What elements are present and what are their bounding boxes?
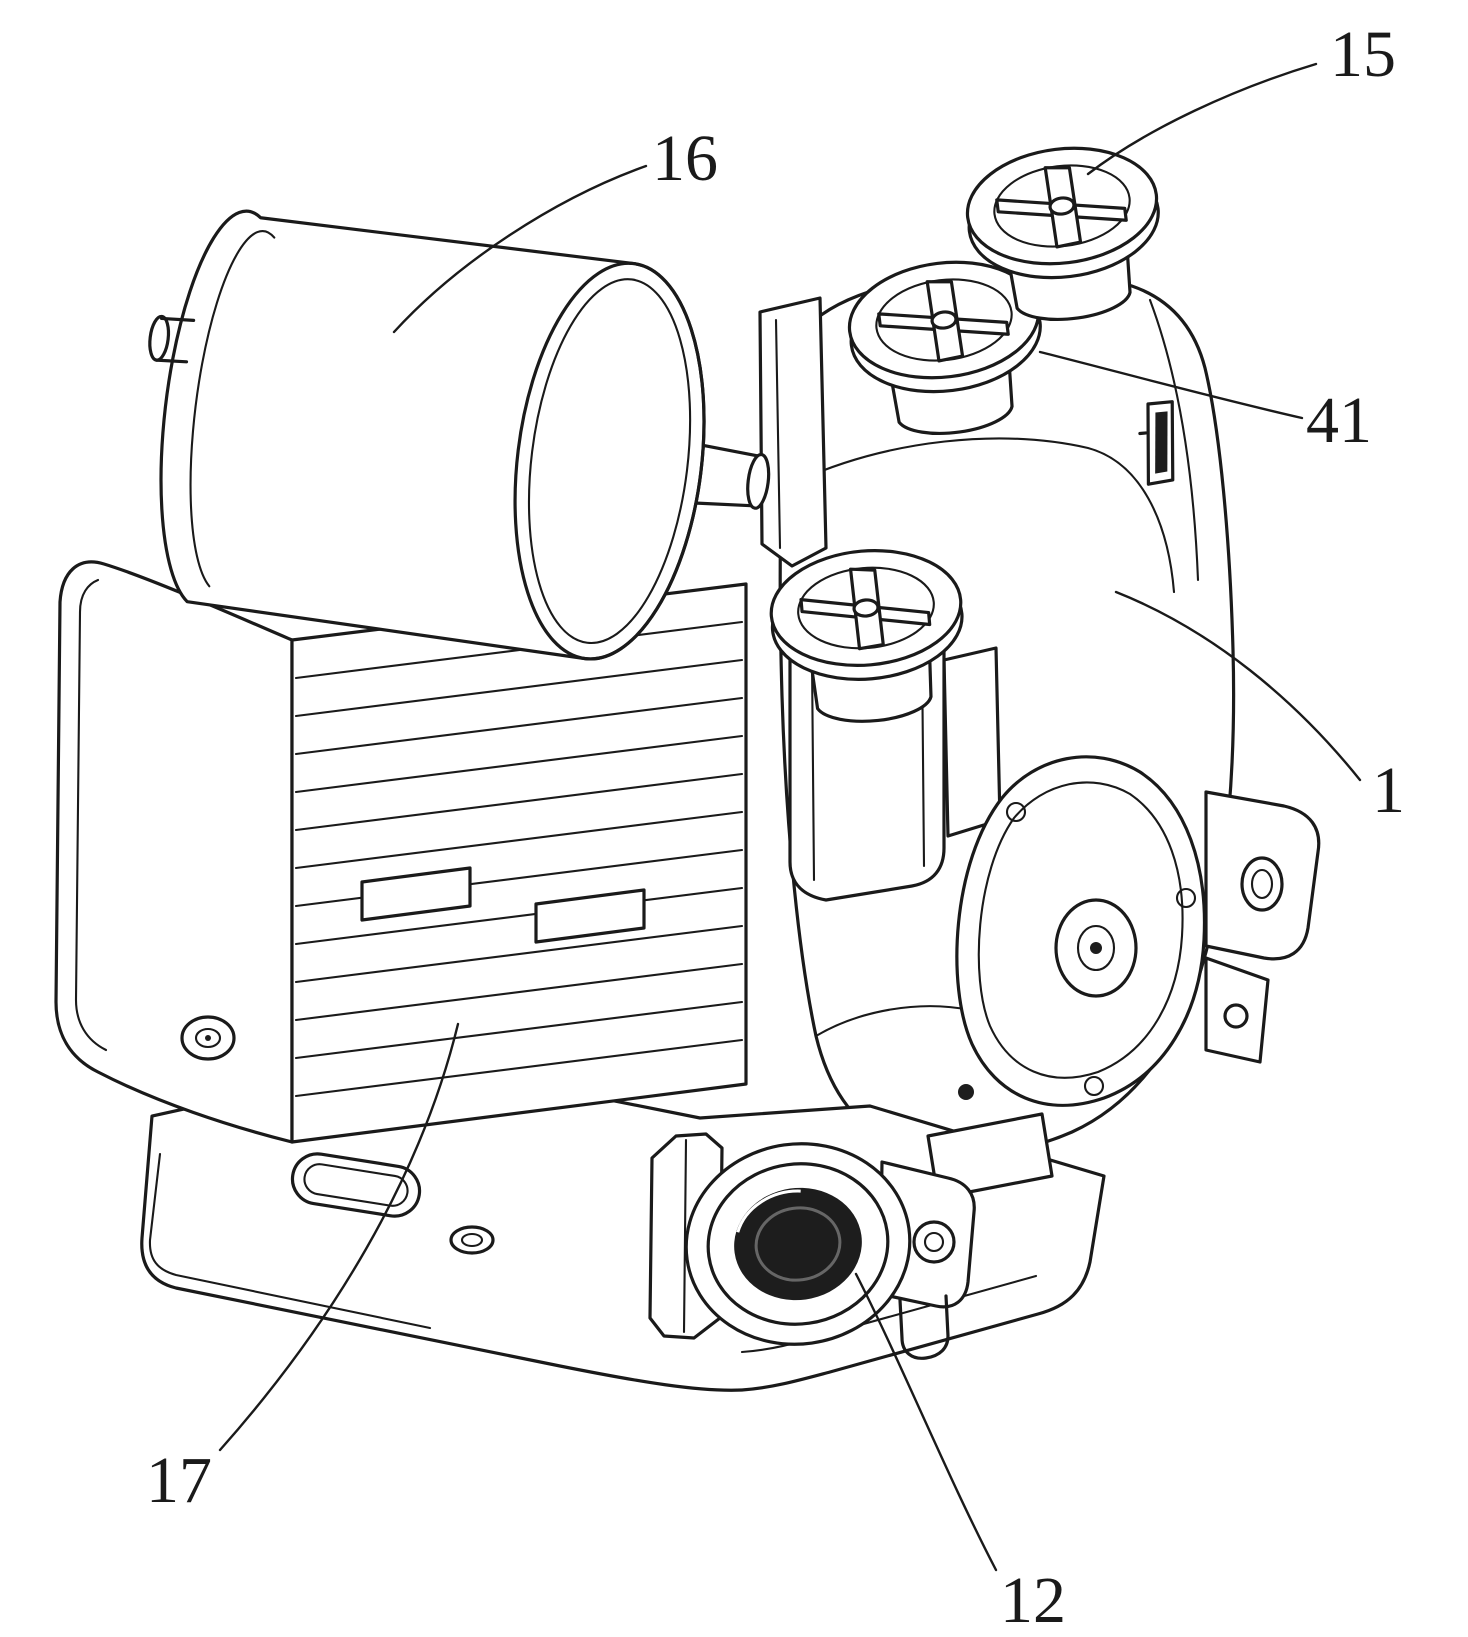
outlet-assembly (648, 1132, 976, 1360)
leader-lines (218, 62, 1362, 1572)
leader-15 (1086, 62, 1318, 176)
ref-label-16: 16 (652, 122, 718, 195)
leader-1 (1114, 590, 1362, 782)
ref-label-41: 41 (1306, 384, 1372, 457)
ref-label-17: 17 (146, 1444, 212, 1517)
tank-stub (746, 452, 771, 510)
pressure-tank (148, 209, 771, 661)
mounting-ears (1204, 790, 1321, 1064)
ref-label-1: 1 (1372, 754, 1405, 827)
leader-17 (218, 1022, 460, 1452)
leader-41 (1038, 350, 1304, 420)
leader-16 (392, 164, 648, 334)
reference-labels: 15 16 41 1 17 12 (146, 18, 1405, 1637)
ref-label-15: 15 (1330, 18, 1396, 91)
tank-nipple (148, 314, 171, 362)
motor-body (54, 560, 748, 1144)
outlet-port (684, 1142, 912, 1346)
ref-label-12: 12 (1000, 1564, 1066, 1637)
housing-clip (1138, 400, 1175, 486)
pump-end-cover (955, 755, 1207, 1107)
leader-12 (854, 1272, 998, 1572)
tank-support-bracket (758, 296, 828, 568)
